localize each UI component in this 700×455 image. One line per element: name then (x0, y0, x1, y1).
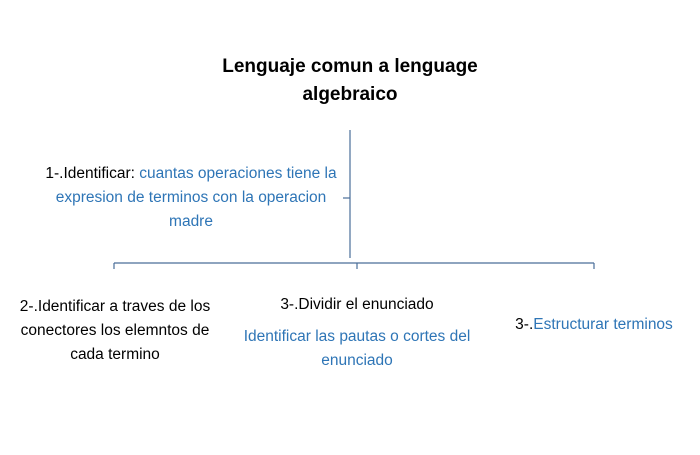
step-connectors: 2-.Identificar a traves de los conectore… (19, 298, 211, 363)
step-structure-detail: Estructurar terminos (533, 316, 673, 333)
step-identify: 1-.Identificar: cuantas operaciones tien… (45, 162, 337, 234)
step-structure: 3-.Estructurar terminos (496, 313, 692, 337)
step-identify-label: 1-.Identificar: (45, 165, 140, 182)
diagram-title: Lenguaje comun a lenguage algebraico (150, 53, 550, 109)
step-divide-heading: 3-.Dividir el enunciado (280, 296, 434, 313)
title-line-1: Lenguaje comun a lenguage (222, 56, 478, 77)
step-divide-detail: Identificar las pautas o cortes del enun… (243, 328, 471, 369)
step-structure-label: 3-. (515, 316, 534, 333)
title-line-2: algebraico (302, 84, 398, 105)
step-identify-detail: cuantas operaciones tiene la expresion d… (55, 165, 337, 230)
